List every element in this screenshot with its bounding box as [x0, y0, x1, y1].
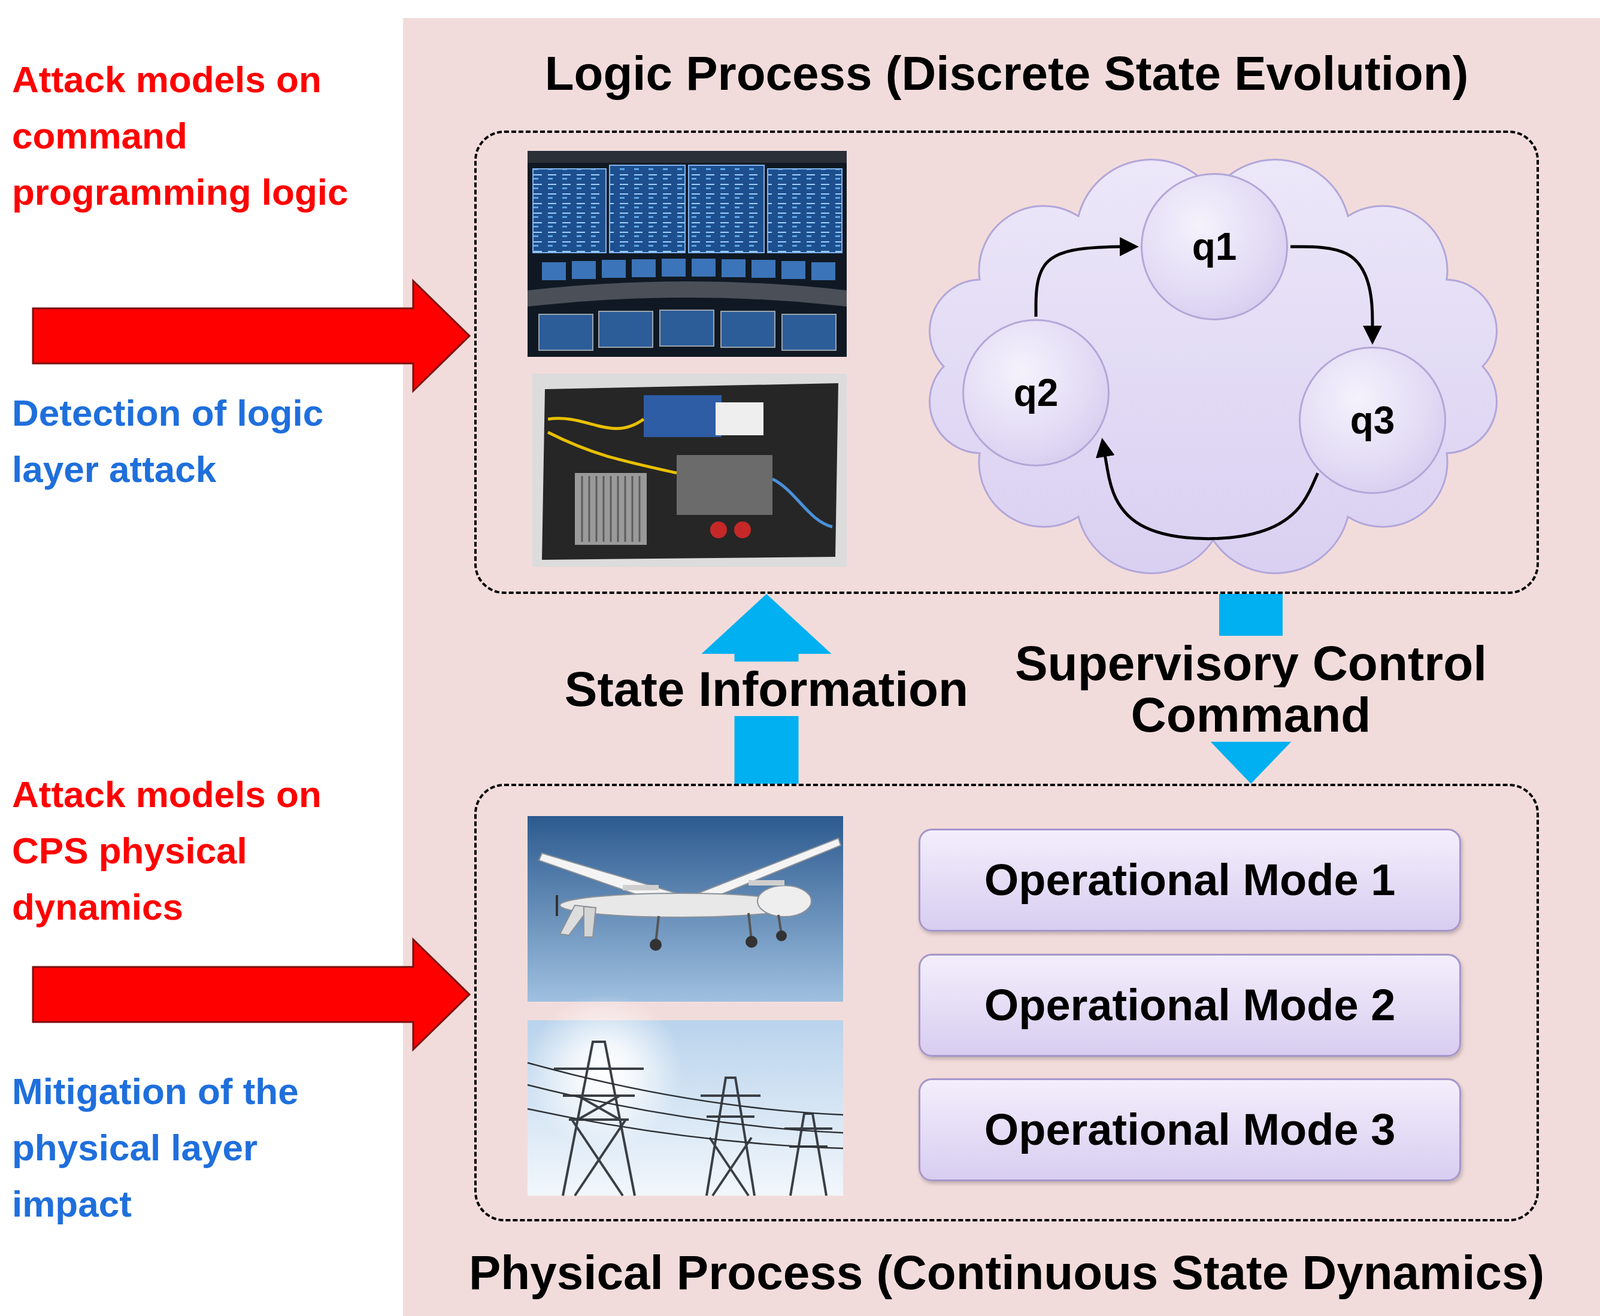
- mode-label: Operational Mode 2: [978, 980, 1402, 1030]
- monitor: [782, 314, 836, 351]
- heading-holder: Physical Process (Continuous State Dynam…: [416, 1245, 1597, 1301]
- mode-box: Operational Mode 2: [918, 953, 1462, 1057]
- edge-label-holder: State Information: [558, 662, 975, 715]
- side-note: Detection of logic layer attack: [11, 385, 369, 498]
- side-note: Mitigation of the physical layer impact: [11, 1063, 369, 1233]
- monitor: [721, 259, 746, 278]
- desk: [527, 281, 847, 307]
- monitor: [781, 261, 806, 280]
- drone-nose: [757, 885, 812, 917]
- state-label: q2: [1013, 371, 1059, 414]
- wall-screen: [532, 168, 606, 253]
- monitor: [691, 258, 716, 277]
- mode-label: Operational Mode 1: [978, 855, 1402, 905]
- heading-holder: Logic Process (Discrete State Evolution): [416, 46, 1597, 102]
- monitor: [601, 259, 626, 278]
- electronics-photo: [532, 373, 847, 568]
- propeller: [555, 895, 559, 917]
- pylon: [700, 1077, 761, 1196]
- transition-arrow: [1290, 246, 1373, 328]
- wheel: [745, 935, 758, 948]
- transition-arrow: [1035, 246, 1122, 317]
- front-monitors: [538, 310, 836, 351]
- cables: [527, 1062, 844, 1149]
- monitor: [720, 311, 775, 348]
- drone-tail: [583, 906, 596, 938]
- trunk-opening: [541, 383, 839, 560]
- wire: [547, 418, 644, 429]
- edge-label: State Information: [558, 661, 975, 716]
- state-label: q3: [1350, 399, 1396, 442]
- mode-box: Operational Mode 3: [918, 1078, 1462, 1182]
- mode-box: Operational Mode 1: [918, 828, 1462, 932]
- dashed-region: Logic Process (Discrete State Evolution)…: [474, 130, 1539, 595]
- panel-ground: [402, 17, 1600, 1316]
- side-note: Attack models on CPS physical dynamics: [11, 766, 369, 936]
- power-lines-photo: [526, 994, 844, 1196]
- cable: [527, 1062, 844, 1115]
- photo-ground: [527, 150, 847, 357]
- wheel: [776, 930, 787, 942]
- wall-screen: [688, 165, 765, 253]
- control-room-photo: [527, 150, 847, 357]
- photo-ground: [532, 373, 847, 568]
- monitor: [538, 314, 593, 351]
- missile: [748, 880, 785, 886]
- desk-monitors: [541, 258, 836, 281]
- edge-label: Supervisory Control Command: [1008, 635, 1493, 742]
- monitor: [541, 262, 566, 281]
- knob: [710, 521, 727, 539]
- state-circle: q2: [962, 319, 1110, 467]
- wall-screen: [767, 168, 842, 253]
- attack-arrow: [32, 280, 470, 392]
- state-label: q1: [1192, 225, 1238, 268]
- wall-screen: [609, 165, 686, 253]
- pylon: [784, 1113, 833, 1196]
- region-heading: Logic Process (Discrete State Evolution): [416, 46, 1597, 102]
- cloud-shape: [929, 159, 1498, 574]
- region-heading: Physical Process (Continuous State Dynam…: [416, 1245, 1597, 1301]
- landing-gear: [655, 913, 782, 944]
- module: [676, 455, 773, 515]
- monitor: [659, 310, 714, 347]
- mode-label: Operational Mode 3: [978, 1105, 1402, 1154]
- drone-photo: [527, 816, 844, 1002]
- photo-ground: [527, 816, 844, 1002]
- side-note: Attack models on command programming log…: [11, 51, 369, 221]
- knob: [734, 521, 751, 539]
- heat-sink-fins: [582, 476, 640, 542]
- monitor: [751, 259, 776, 278]
- dashed-region: Physical Process (Continuous State Dynam…: [474, 783, 1539, 1222]
- cable: [527, 1108, 844, 1149]
- missile: [622, 885, 659, 891]
- pylon: [553, 1041, 644, 1196]
- monitor: [661, 258, 686, 277]
- device-box: [643, 395, 722, 438]
- wheel: [649, 938, 662, 951]
- sun-glow: [526, 994, 683, 1150]
- monitor: [631, 259, 656, 278]
- heat-sink: [574, 473, 647, 545]
- cable: [527, 1085, 844, 1133]
- state-circle: q1: [1140, 173, 1289, 321]
- monitor: [598, 311, 653, 348]
- monitor: [571, 261, 596, 280]
- wire: [547, 432, 677, 474]
- ceiling: [527, 150, 847, 163]
- edge-label-holder: Supervisory Control Command: [963, 637, 1539, 741]
- attack-arrow: [32, 939, 470, 1050]
- transition-arrow: [1104, 455, 1318, 539]
- device-box: [715, 402, 764, 436]
- state-circle: q3: [1298, 346, 1447, 495]
- monitor: [811, 262, 836, 281]
- wire: [772, 479, 833, 527]
